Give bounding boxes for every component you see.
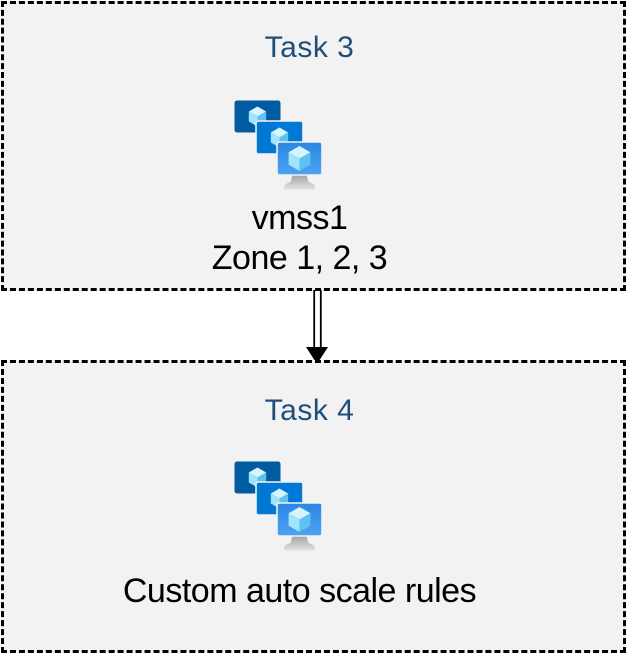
vm-scale-sets-icon [234,100,323,190]
down-arrow-icon [306,290,328,364]
task4-caption: Custom auto scale rules [0,571,609,611]
autoscale-rules-label: Custom auto scale rules [122,572,477,610]
task3-title: Task 3 [264,31,355,64]
vm-scale-sets-icon [234,461,323,551]
task3-caption: vmss1 Zone 1, 2, 3 [0,198,609,278]
task-box-3: Task 3 [1,1,626,291]
down-arrow-connector [303,290,330,365]
zones-label: Zone 1, 2, 3 [211,239,388,277]
task-box-4: Task 4 [1,360,626,653]
vmss-name-label: vmss1 [251,199,348,237]
task4-title: Task 4 [264,394,355,427]
